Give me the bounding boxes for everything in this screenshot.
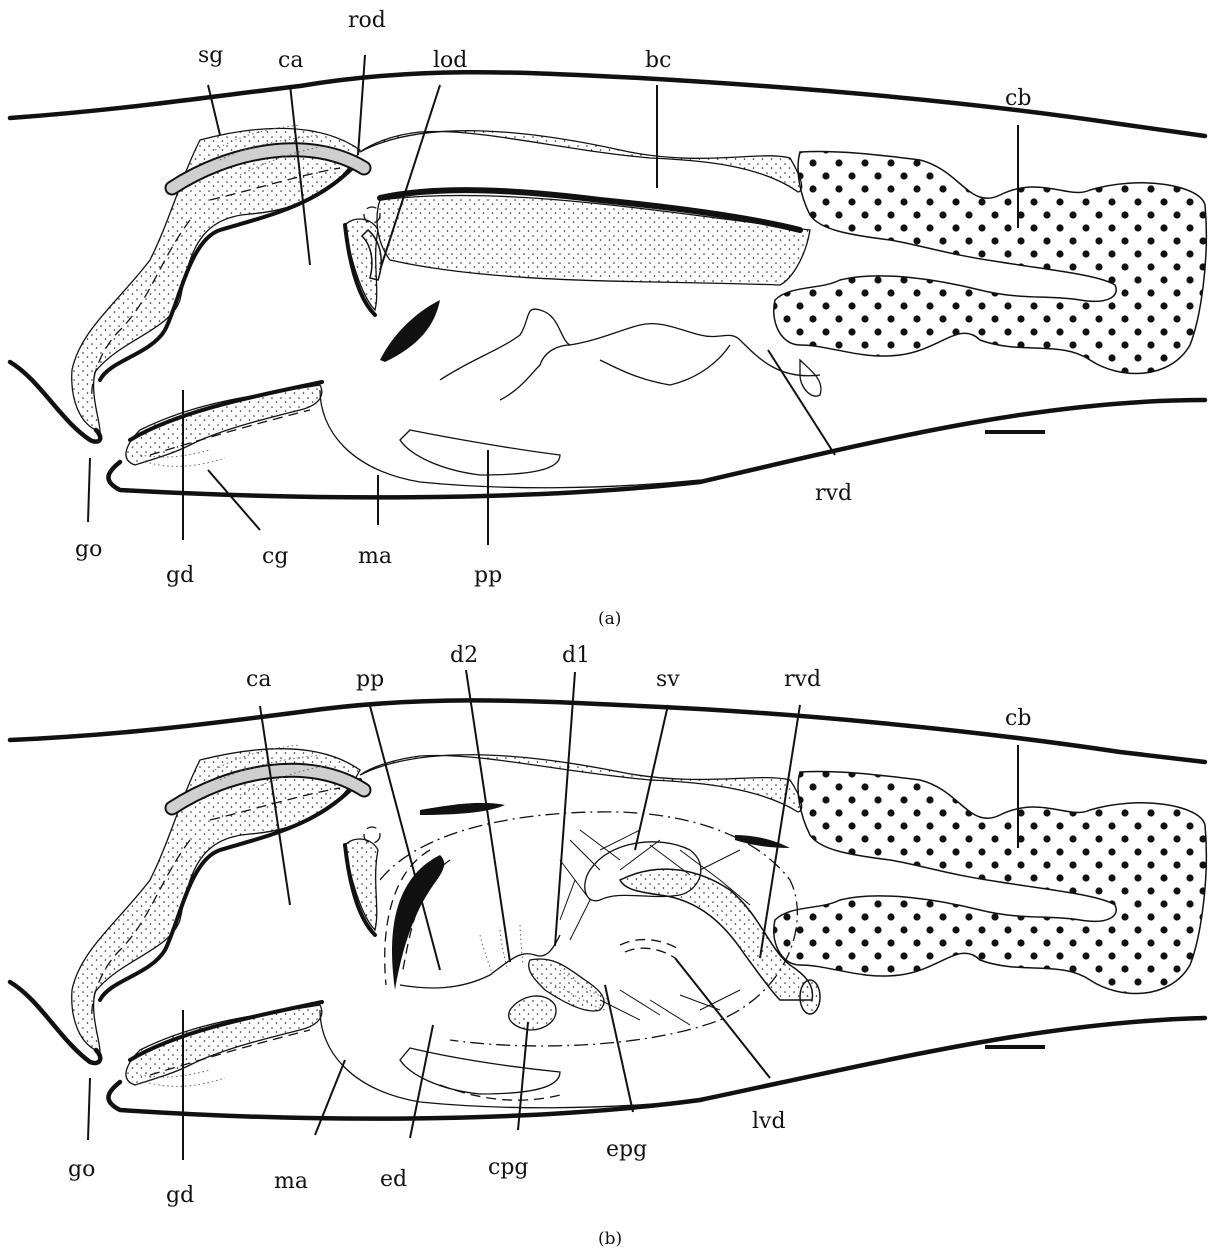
leader-cg bbox=[208, 470, 260, 530]
leader-go-b bbox=[88, 1078, 90, 1140]
leader-rvd-a bbox=[768, 350, 835, 455]
leader-d2 bbox=[466, 670, 510, 962]
penis-bulb bbox=[377, 195, 810, 285]
label-sg: sg bbox=[198, 43, 223, 68]
label-ca-b: ca bbox=[246, 667, 271, 692]
copulatory-bursa-b bbox=[774, 772, 1207, 994]
papilla-fold bbox=[500, 345, 730, 400]
left-vas-deferens bbox=[620, 940, 680, 958]
label-lvd: lvd bbox=[752, 1109, 786, 1134]
label-ma-b: ma bbox=[274, 1169, 308, 1194]
label-pp-b: pp bbox=[356, 667, 384, 692]
leader-sg bbox=[208, 85, 220, 135]
label-rvd-a: rvd bbox=[815, 481, 852, 506]
oviduct-opening-b bbox=[364, 827, 380, 843]
label-lod: lod bbox=[433, 48, 467, 73]
label-rvd-b: rvd bbox=[784, 667, 821, 692]
penis-stylet-b bbox=[392, 855, 444, 990]
male-atrium-wall bbox=[320, 390, 700, 488]
leader-lvd bbox=[675, 958, 770, 1078]
penis-papilla-lower bbox=[400, 430, 560, 475]
bursa-canal-region-b bbox=[360, 755, 802, 812]
label-ma-a: ma bbox=[358, 544, 392, 569]
papilla-lower-sheath bbox=[440, 1085, 560, 1100]
penis-sclerotized-tip bbox=[380, 300, 440, 362]
label-cb-b: cb bbox=[1005, 706, 1031, 731]
caption-b: (b) bbox=[598, 1229, 622, 1249]
label-pp-a: pp bbox=[474, 563, 502, 588]
label-go-b: go bbox=[68, 1157, 95, 1182]
label-gd-a: gd bbox=[166, 563, 194, 588]
leader-rod bbox=[358, 55, 365, 155]
panel-b: ca pp d2 d1 sv rvd cb go gd ma ed cpg ep… bbox=[10, 643, 1206, 1249]
label-cb-a: cb bbox=[1005, 86, 1031, 111]
label-bc: bc bbox=[645, 48, 671, 73]
leader-ma-b bbox=[315, 1060, 345, 1135]
label-rod: rod bbox=[348, 8, 386, 33]
penis-papilla bbox=[440, 309, 820, 380]
dorsal-sclerite-b bbox=[420, 803, 505, 815]
leader-go-a bbox=[88, 458, 90, 522]
copulatory-bursa bbox=[774, 152, 1207, 374]
label-ca-a: ca bbox=[278, 48, 303, 73]
label-d2: d2 bbox=[450, 643, 478, 668]
label-sv: sv bbox=[656, 667, 680, 692]
label-cg: cg bbox=[262, 544, 288, 569]
bursa-canal-region bbox=[360, 131, 802, 192]
label-epg: epg bbox=[606, 1137, 647, 1162]
vas-deferens-end bbox=[800, 360, 821, 396]
ejaculatory-duct-glands bbox=[480, 925, 523, 975]
label-ed: ed bbox=[380, 1167, 407, 1192]
label-go-a: go bbox=[75, 537, 102, 562]
vas-deferens-end-b bbox=[800, 980, 820, 1014]
label-gd-b: gd bbox=[166, 1183, 194, 1208]
label-d1: d1 bbox=[562, 643, 590, 668]
leader-d1 bbox=[555, 672, 575, 946]
leader-epg bbox=[605, 985, 633, 1112]
common-penial-gland bbox=[509, 996, 556, 1030]
caption-a: (a) bbox=[598, 609, 621, 629]
panel-a: sg ca rod lod bc cb go gd cg ma pp rvd (… bbox=[10, 8, 1206, 629]
label-cpg: cpg bbox=[488, 1155, 529, 1180]
